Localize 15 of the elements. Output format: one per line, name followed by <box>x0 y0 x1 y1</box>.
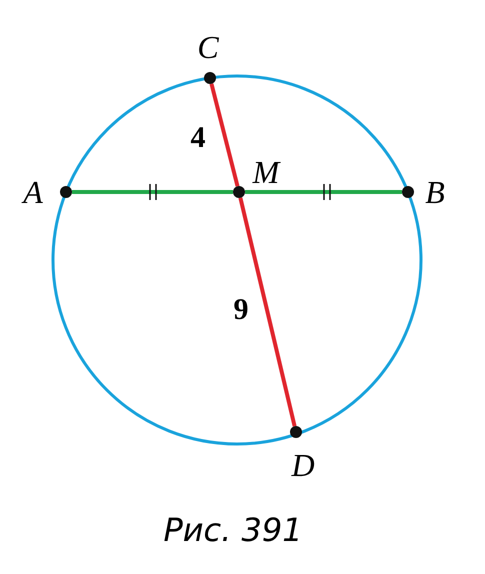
point-label: D <box>291 449 315 481</box>
point-dot <box>233 186 245 198</box>
figure-caption: Рис. 391 <box>163 514 303 546</box>
line-segment <box>210 83 240 187</box>
point-label: B <box>425 176 445 208</box>
point-label: A <box>23 176 43 208</box>
line-segment <box>245 190 402 194</box>
line-segment <box>72 190 233 194</box>
point-dot <box>204 72 216 84</box>
point-label: M <box>252 156 280 188</box>
line-segment <box>238 197 297 427</box>
point-dot <box>402 186 414 198</box>
point-dot <box>60 186 72 198</box>
point-dot <box>290 426 302 438</box>
point-label: C <box>197 31 219 63</box>
